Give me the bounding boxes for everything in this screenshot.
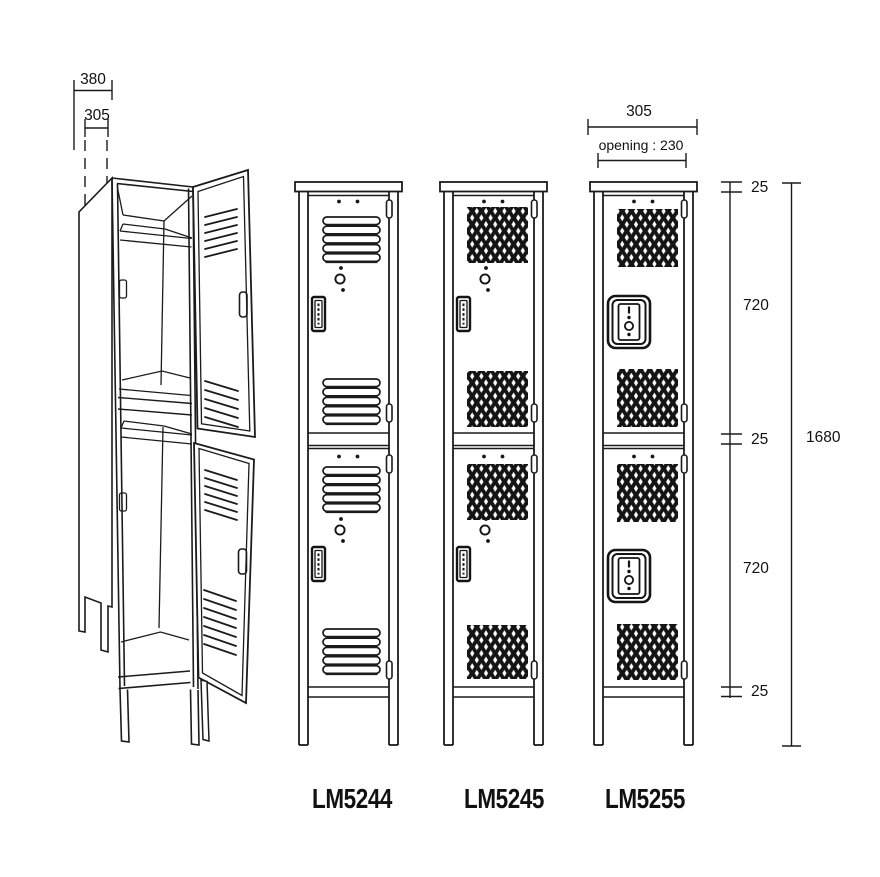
- dim-total-label: 1680: [806, 429, 841, 446]
- perspective-locker: [78, 168, 256, 746]
- latch-keeper: [118, 492, 128, 512]
- floor: [120, 631, 190, 643]
- louver-vent: [322, 378, 381, 426]
- latch-handle: [310, 545, 327, 583]
- shelf: [119, 230, 192, 240]
- perforated-vent: [467, 625, 528, 679]
- dim-frame-mid-label: 25: [751, 431, 768, 448]
- lower-open-door: [193, 441, 255, 742]
- louver-vent: [204, 380, 239, 428]
- perforated-vent: [617, 209, 678, 267]
- dim-frame-top-label: 25: [751, 179, 768, 196]
- dim-width-left-label: 305: [84, 107, 110, 124]
- lock-cylinder: [334, 265, 346, 293]
- louver-vent: [204, 469, 238, 521]
- floor: [121, 370, 191, 381]
- perforated-vent: [467, 464, 528, 520]
- dim-door-lower-label: 720: [743, 560, 769, 577]
- louver-vent: [322, 216, 381, 264]
- lock-cylinder: [334, 516, 346, 544]
- front-frame: [111, 177, 200, 746]
- tier-divider: [117, 396, 193, 416]
- dim-opening-label: opening : 230: [599, 137, 684, 153]
- lower-compartment: [118, 420, 193, 643]
- dim-depth-label: 380: [80, 71, 106, 88]
- dim-door-upper-label: 720: [743, 297, 769, 314]
- shelf: [120, 427, 193, 436]
- latch-keeper: [118, 279, 128, 299]
- louver-vent: [204, 208, 238, 258]
- front-left-leg: [119, 688, 130, 743]
- dim-frame-bottom-label: 25: [751, 683, 768, 700]
- upper-compartment: [116, 187, 193, 397]
- latch-handle: [310, 295, 327, 333]
- louver-vent: [322, 628, 381, 676]
- door-side-leg: [200, 679, 210, 742]
- perforated-vent: [617, 369, 678, 427]
- door-pull: [238, 291, 248, 318]
- dim-width-top-label: 305: [626, 103, 652, 120]
- front-right-leg: [189, 689, 200, 746]
- locker-front-lm5244: [295, 182, 402, 745]
- model-label-lm5255: LM5255: [605, 783, 685, 814]
- upper-open-door: [192, 168, 256, 439]
- lift-handle-lock: [606, 548, 652, 604]
- dimension-height-chain: [721, 181, 742, 698]
- louver-vent: [322, 466, 381, 514]
- louver-vent: [203, 589, 237, 656]
- lift-handle-lock: [606, 294, 652, 350]
- dimension-width-305-top: [587, 119, 698, 135]
- model-label-lm5244: LM5244: [312, 783, 393, 814]
- locker-front-lm5245: [440, 182, 547, 745]
- model-label-lm5245: LM5245: [464, 783, 544, 814]
- locker-front-lm5255: [590, 182, 697, 745]
- dimension-depth-380: [73, 80, 113, 150]
- lock-cylinder: [479, 516, 491, 544]
- perforated-vent: [617, 464, 678, 522]
- dimension-total-1680: [782, 182, 801, 747]
- lock-cylinder: [479, 265, 491, 293]
- perforated-vent: [467, 371, 528, 427]
- perforated-vent: [617, 624, 678, 680]
- latch-handle: [455, 545, 472, 583]
- latch-handle: [455, 295, 472, 333]
- side-panel: [78, 176, 113, 654]
- dimension-opening-230: [597, 153, 687, 168]
- door-pull: [237, 548, 248, 575]
- perforated-vent: [467, 207, 528, 263]
